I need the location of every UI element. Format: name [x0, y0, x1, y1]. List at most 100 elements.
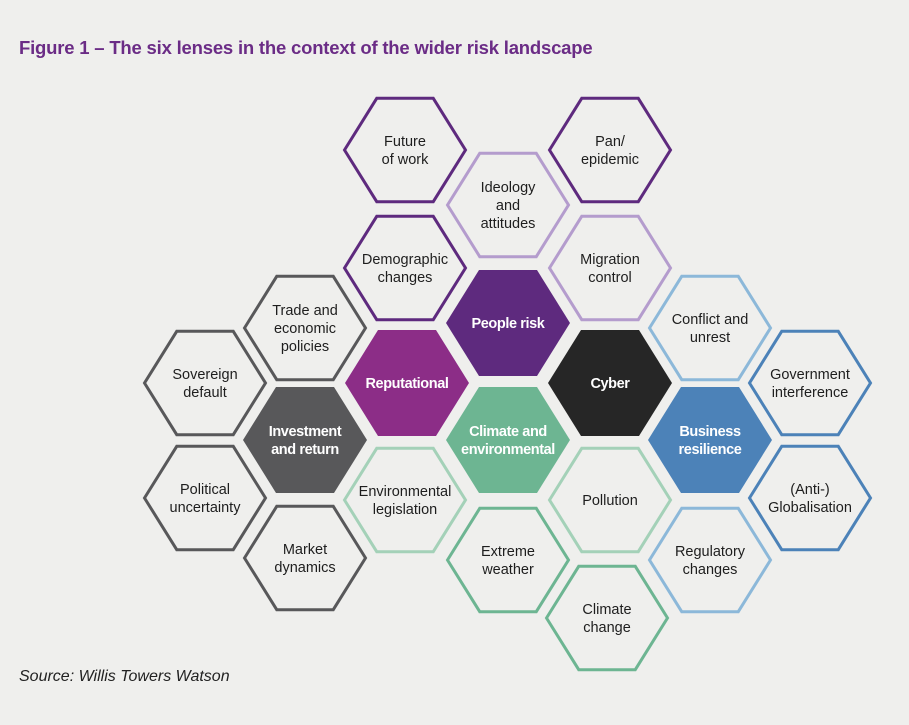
hexagon-regulatory-changes: Regulatory changes: [647, 506, 773, 614]
hexagon-pan-epidemic: Pan/epidemic: [547, 96, 673, 204]
figure-source: Source: Willis Towers Watson: [19, 668, 230, 685]
hexagon-reputational: Reputational: [345, 330, 469, 436]
hexagon-political-uncertainty: Political uncertainty: [142, 444, 268, 552]
hexagon-label-line: Investment: [269, 424, 342, 440]
hexagon-cyber: Cyber: [548, 330, 672, 436]
hexagon-future-of-work: Future of work: [342, 96, 468, 204]
hexagon-label-line: Globalisation: [768, 500, 852, 516]
hexagon-shape-extreme-weather: [445, 506, 571, 614]
hexagon-investment-return: Investment and return: [243, 387, 367, 493]
hexagon-shape-government-interference: [747, 329, 873, 437]
hexagon-label-pan-epidemic: Pan/epidemic: [581, 134, 639, 168]
hexagon-anti-globalisation: (Anti-) Globalisation: [747, 444, 873, 552]
hexagon-market-dynamics: Market dynamics: [242, 504, 368, 612]
hexagon-label-line: Business: [679, 424, 741, 440]
hexagon-label-line: Extreme: [481, 544, 535, 560]
hexagon-label-line: unrest: [690, 330, 730, 346]
hexagon-label-line: Sovereign: [172, 367, 237, 383]
hexagon-shape-ideology-attitudes: [445, 151, 571, 259]
hexagon-climate-environmental: Climate and environmental: [446, 387, 570, 493]
hexagon-shape-people-risk: [446, 270, 570, 376]
hexagon-label-line: policies: [281, 339, 329, 355]
hexagon-shape-climate-change: [544, 564, 670, 672]
hexagon-label-climate-environmental: Climate and environmental: [461, 424, 555, 458]
hexagon-shape-trade-economic-policies: [242, 274, 368, 382]
hexagon-label-sovereign-default: Sovereign default: [172, 367, 237, 401]
hexagon-label-line: Climate and: [469, 424, 547, 440]
hexagon-label-ideology-attitudes: Ideology and attitudes: [481, 180, 537, 232]
hexagon-label-line: Cyber: [590, 376, 630, 392]
hexagon-shape-future-of-work: [342, 96, 468, 204]
hexagon-label-line: changes: [683, 562, 738, 578]
hexagon-label-line: default: [183, 385, 227, 401]
hexagon-label-line: Market: [283, 542, 327, 558]
hexagon-label-line: control: [588, 270, 632, 286]
hexagon-label-cyber: Cyber: [590, 376, 630, 392]
hexagon-label-climate-change: Climate change: [582, 602, 631, 636]
hexagon-shape-pollution: [547, 446, 673, 554]
hexagon-label-line: of work: [382, 152, 429, 168]
hexagon-label-line: uncertainty: [170, 500, 242, 516]
hexagon-shape-demographic-changes: [342, 214, 468, 322]
hexagon-label-political-uncertainty: Political uncertainty: [170, 482, 242, 516]
hexagon-label-people-risk: People risk: [472, 316, 546, 332]
hexagon-label-line: Political: [180, 482, 230, 498]
hexagon-shape-conflict-unrest: [647, 274, 773, 382]
hexagon-label-line: dynamics: [274, 560, 335, 576]
hexagon-label-line: Conflict and: [672, 312, 749, 328]
hexagon-label-line: and return: [271, 442, 339, 458]
hexagon-sovereign-default: Sovereign default: [142, 329, 268, 437]
hexagon-label-line: change: [583, 620, 631, 636]
hexagon-label-line: Government: [770, 367, 850, 383]
hexagon-label-reputational: Reputational: [365, 376, 448, 392]
hexagon-label-investment-return: Investment and return: [269, 424, 342, 458]
hexagon-label-future-of-work: Future of work: [382, 134, 429, 168]
hexagon-shape-pan-epidemic: [547, 96, 673, 204]
hexagon-shape-regulatory-changes: [647, 506, 773, 614]
hexagon-shape-political-uncertainty: [142, 444, 268, 552]
hexagon-shape-anti-globalisation: [747, 444, 873, 552]
hexagon-label-market-dynamics: Market dynamics: [274, 542, 335, 576]
hexagon-label-line: attitudes: [481, 216, 536, 232]
hexagon-label-line: Pan/: [595, 134, 626, 150]
hexagon-label-line: environmental: [461, 442, 555, 458]
hexagon-label-line: Reputational: [365, 376, 448, 392]
hexagon-shape-environmental-legislation: [342, 446, 468, 554]
hexagon-people-risk: People risk: [446, 270, 570, 376]
hexagon-label-pollution: Pollution: [582, 493, 638, 509]
hexagon-pollution: Pollution: [547, 446, 673, 554]
hexagon-label-line: epidemic: [581, 152, 639, 168]
hexagon-label-line: (Anti-): [790, 482, 829, 498]
hexagon-label-conflict-unrest: Conflict and unrest: [672, 312, 749, 346]
hexagon-label-line: weather: [481, 562, 534, 578]
hexagon-label-line: Ideology: [481, 180, 537, 196]
hexagon-label-demographic-changes: Demographic changes: [362, 252, 448, 286]
hexagon-label-line: economic: [274, 321, 336, 337]
hexagon-demographic-changes: Demographic changes: [342, 214, 468, 322]
hexagon-label-line: People risk: [472, 316, 546, 332]
hexagon-label-line: Demographic: [362, 252, 448, 268]
hexagon-trade-economic-policies: Trade and economic policies: [242, 274, 368, 382]
hexagon-extreme-weather: Extreme weather: [445, 506, 571, 614]
hexagon-label-line: Future: [384, 134, 426, 150]
hexagon-label-line: and: [496, 198, 520, 214]
hexagon-label-line: changes: [378, 270, 433, 286]
hexagon-label-anti-globalisation: (Anti-) Globalisation: [768, 482, 852, 516]
figure-title: Figure 1 – The six lenses in the context…: [19, 37, 593, 58]
hexagon-label-line: Climate: [582, 602, 631, 618]
hexagon-label-line: Regulatory: [675, 544, 746, 560]
hexagon-ideology-attitudes: Ideology and attitudes: [445, 151, 571, 259]
hexagon-shape-climate-environmental: [446, 387, 570, 493]
hexagon-shape-business-resilience: [648, 387, 772, 493]
hexagon-shape-cyber: [548, 330, 672, 436]
hexagon-shape-investment-return: [243, 387, 367, 493]
hexagon-label-line: Trade and: [272, 303, 338, 319]
hexagon-label-regulatory-changes: Regulatory changes: [675, 544, 746, 578]
